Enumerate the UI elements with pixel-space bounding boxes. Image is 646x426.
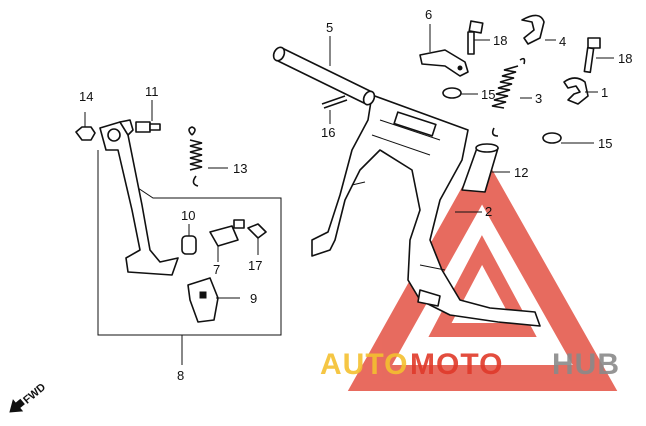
callout-4: 4 bbox=[559, 34, 566, 49]
callout-2: 2 bbox=[485, 204, 492, 219]
callout-6: 6 bbox=[425, 7, 432, 22]
watermark-text: AUTO MOTO HUB bbox=[320, 348, 620, 381]
callout-7: 7 bbox=[213, 262, 220, 277]
collar-12 bbox=[461, 143, 510, 193]
cotter-pin-16 bbox=[321, 95, 348, 124]
watermark-part1: AUTO bbox=[320, 348, 408, 381]
callout-17: 17 bbox=[248, 258, 262, 273]
callout-12: 12 bbox=[514, 165, 528, 180]
callout-5: 5 bbox=[326, 20, 333, 35]
watermark-part2: MOTO bbox=[410, 348, 503, 381]
screw-17 bbox=[247, 223, 267, 255]
callout-11: 11 bbox=[145, 84, 159, 99]
callout-18-b: 18 bbox=[618, 51, 632, 66]
nut-15-b bbox=[542, 132, 594, 144]
clip-4 bbox=[521, 14, 556, 45]
callout-15-a: 15 bbox=[481, 87, 495, 102]
watermark-part3: HUB bbox=[552, 348, 620, 381]
callout-18-a: 18 bbox=[493, 33, 507, 48]
fwd-indicator: FWD bbox=[9, 381, 48, 413]
spring-13 bbox=[188, 126, 228, 187]
callouts: 1 2 3 4 5 6 7 8 9 10 11 12 13 14 15 15 1… bbox=[79, 7, 632, 383]
bolt-18-a bbox=[467, 20, 490, 55]
callout-15-b: 15 bbox=[598, 136, 612, 151]
main-stand-2 bbox=[311, 94, 541, 327]
plate-6 bbox=[419, 24, 469, 77]
fwd-arrow-icon bbox=[9, 398, 25, 413]
bolt-11 bbox=[135, 100, 161, 133]
nut-14 bbox=[75, 112, 96, 141]
clamp-1 bbox=[563, 77, 598, 105]
callout-1: 1 bbox=[601, 85, 608, 100]
callout-10: 10 bbox=[181, 208, 195, 223]
callout-3: 3 bbox=[535, 91, 542, 106]
bracket-7 bbox=[209, 219, 245, 262]
callout-16: 16 bbox=[321, 125, 335, 140]
callout-14: 14 bbox=[79, 89, 93, 104]
bolt-18-b bbox=[583, 37, 614, 74]
callout-9: 9 bbox=[250, 291, 257, 306]
side-stand bbox=[99, 119, 179, 276]
pin-10 bbox=[181, 224, 197, 255]
callout-8: 8 bbox=[177, 368, 184, 383]
switch-9 bbox=[187, 277, 240, 323]
shaft-5 bbox=[272, 36, 376, 106]
nut-15-a bbox=[442, 87, 478, 99]
callout-13: 13 bbox=[233, 161, 247, 176]
kit-bracket-8 bbox=[97, 150, 282, 365]
spring-3 bbox=[491, 57, 532, 137]
fwd-label: FWD bbox=[21, 381, 48, 406]
